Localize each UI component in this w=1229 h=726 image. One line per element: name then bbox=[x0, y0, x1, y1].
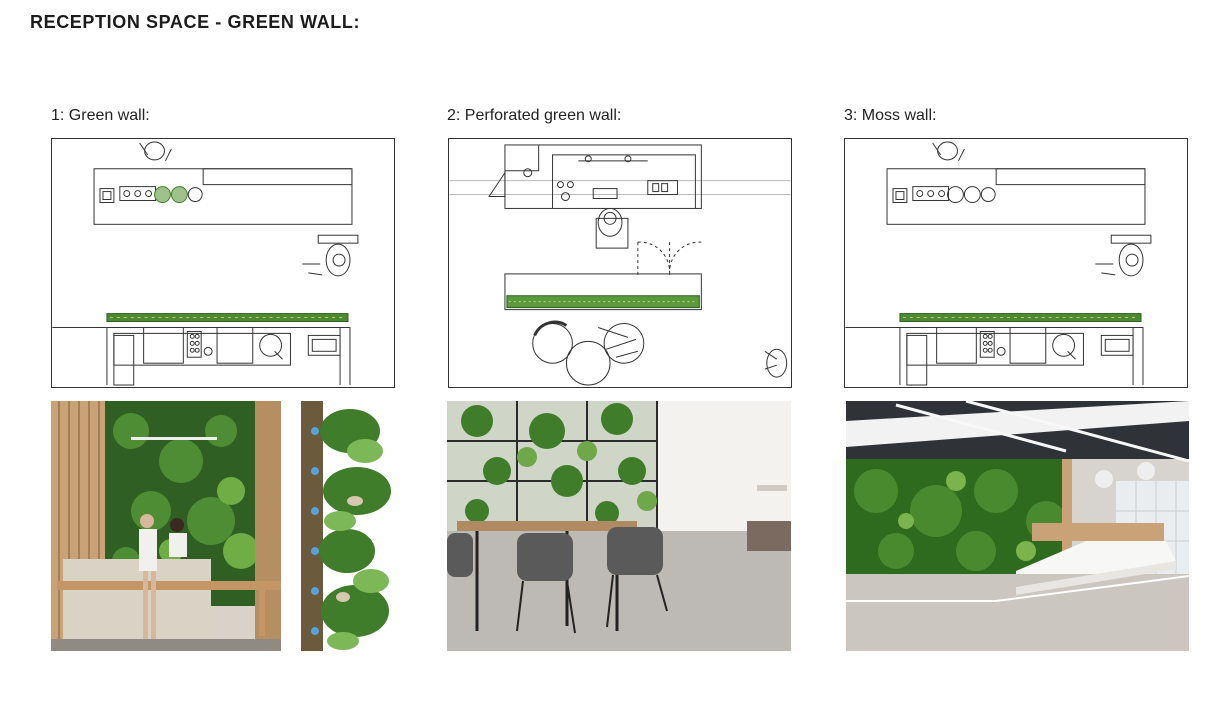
option-1-label: 1: Green wall: bbox=[51, 107, 150, 124]
moss-wall-reception-photo bbox=[846, 401, 1189, 651]
green-wall-reception-photo bbox=[51, 401, 281, 651]
perforated-green-wall-photo bbox=[447, 401, 791, 651]
perforated-green-wall-floor-plan bbox=[448, 138, 792, 388]
option-2-label: 2: Perforated green wall: bbox=[447, 107, 622, 124]
green-wall-section-photo bbox=[295, 401, 398, 651]
moss-wall-floor-plan bbox=[844, 138, 1188, 388]
option-3-label: 3: Moss wall: bbox=[844, 107, 937, 124]
green-wall-floor-plan bbox=[51, 138, 395, 388]
page-title: RECEPTION SPACE - GREEN WALL: bbox=[30, 12, 361, 32]
